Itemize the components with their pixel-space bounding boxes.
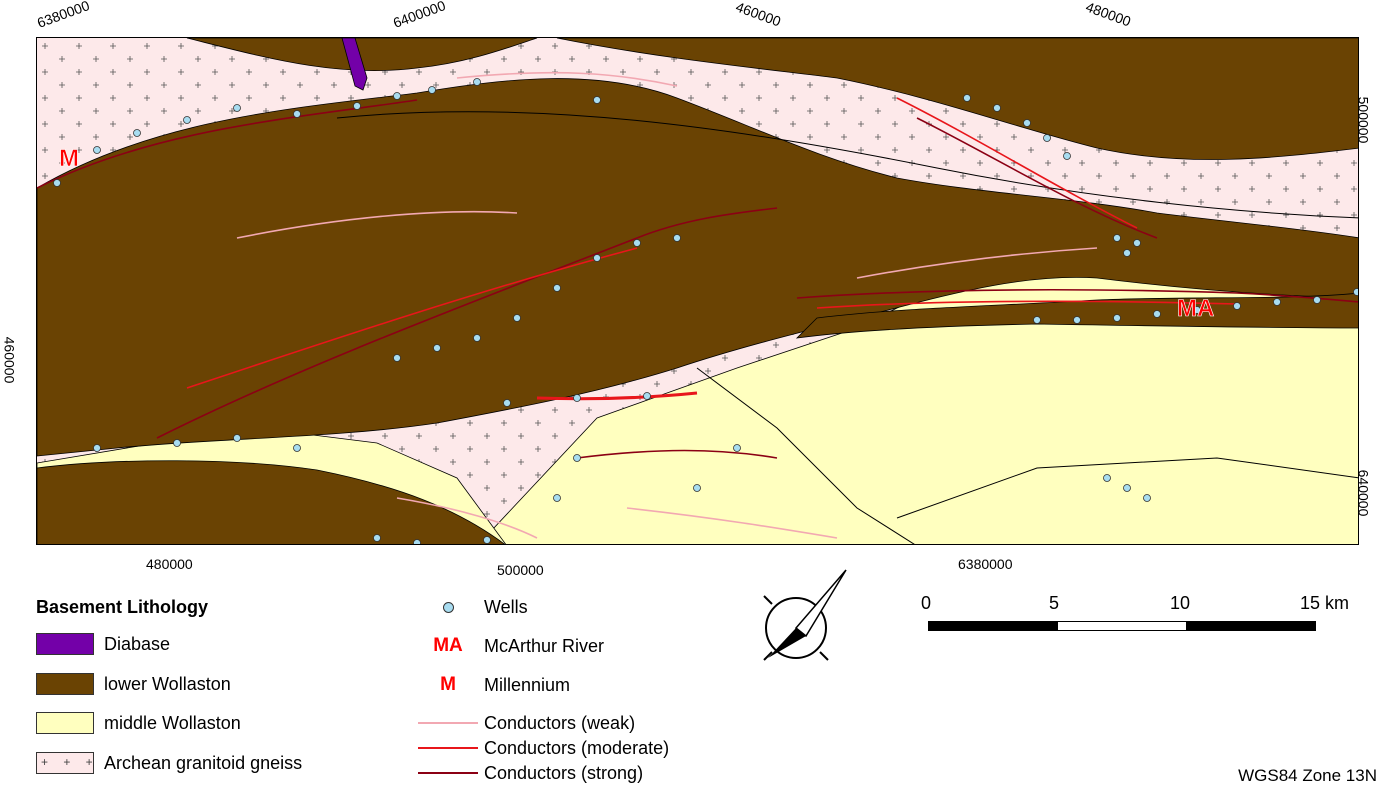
crs-label: WGS84 Zone 13N (1238, 766, 1377, 785)
legend-item-millennium: M Millennium (418, 673, 570, 697)
scale-label: 5 (1049, 593, 1060, 613)
north-arrow-icon (746, 568, 856, 683)
lower-wollaston-area (556, 38, 1358, 160)
top-tick-label: 6380000 (34, 0, 92, 31)
top-tick-label: 480000 (1083, 0, 1134, 30)
millennium-symbol: M (440, 674, 456, 695)
legend-item-wells: Wells (418, 595, 528, 619)
left-tick-label: 460000 (1, 336, 18, 384)
legend-item-gneiss: + + + Archean granitoid gneiss (36, 751, 302, 775)
mcarthur-map-label: MA (1177, 295, 1214, 322)
scale-label: 0 (921, 593, 932, 613)
geology-map: M MA (36, 37, 1359, 545)
scale-label: 10 (1170, 593, 1191, 613)
bottom-tick-label: 500000 (497, 562, 544, 578)
legend-item-strong: Conductors (strong) (418, 761, 643, 785)
scale-bar (928, 621, 1316, 631)
legend-label: Conductors (weak) (484, 712, 636, 733)
gneiss-swatch: + + + (36, 752, 94, 774)
lower-wollaston-area (186, 38, 538, 72)
millennium-map-label: M (59, 145, 79, 172)
lower-wollaston-swatch (36, 673, 94, 695)
legend-label: Millennium (484, 674, 571, 695)
top-tick-label: 460000 (733, 0, 784, 30)
legend-label: Wells (484, 596, 528, 617)
lower-wollaston-area (37, 78, 1358, 457)
top-tick-label: 6400000 (390, 0, 448, 31)
lower-wollaston-area (795, 292, 1358, 339)
bottom-tick-label: 6380000 (958, 556, 1013, 572)
lower-wollaston-area (37, 460, 505, 544)
strong-conductor-line (418, 772, 478, 774)
legend-item-lower-wollaston: lower Wollaston (36, 672, 231, 696)
mcarthur-symbol: MA (433, 635, 463, 656)
middle-wollaston-swatch (36, 712, 94, 734)
legend-item-mcarthur: MA McArthur River (418, 634, 604, 658)
bottom-tick-label: 480000 (146, 556, 193, 572)
diabase-area (341, 38, 368, 91)
legend-item-middle-wollaston: middle Wollaston (36, 711, 241, 735)
legend-item-weak: Conductors (weak) (418, 711, 635, 735)
well-icon (442, 601, 454, 613)
legend-label: middle Wollaston (104, 712, 241, 733)
legend-label: Archean granitoid gneiss (104, 752, 303, 773)
weak-conductor-line (418, 722, 478, 724)
legend-label: Conductors (strong) (484, 762, 644, 783)
legend-label: Conductors (moderate) (484, 737, 670, 758)
diabase-swatch (36, 633, 94, 655)
legend-item-moderate: Conductors (moderate) (418, 736, 669, 760)
legend-label: McArthur River (484, 635, 605, 656)
legend-label: lower Wollaston (104, 673, 231, 694)
moderate-conductor-line (418, 747, 478, 749)
legend-label: Diabase (104, 633, 171, 654)
legend-item-diabase: Diabase (36, 632, 170, 656)
legend-title: Basement Lithology (36, 597, 209, 617)
scale-label: 15 km (1300, 593, 1350, 613)
